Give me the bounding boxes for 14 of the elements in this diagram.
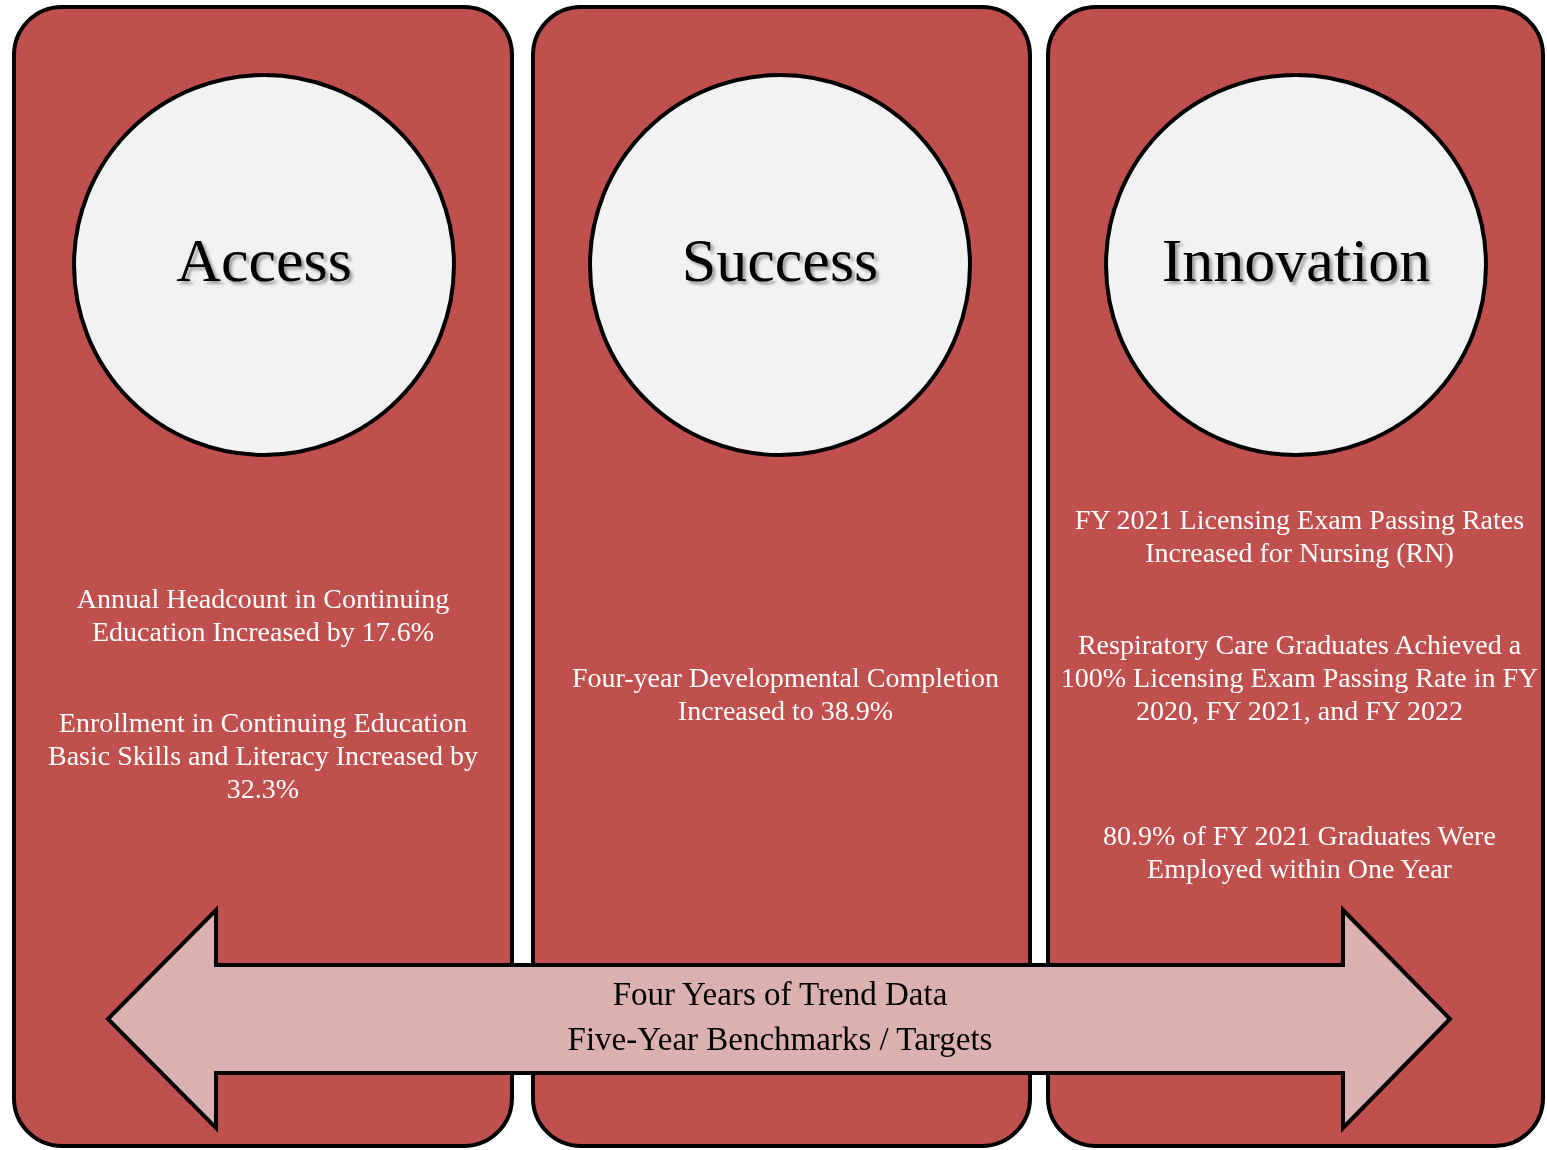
metric-text: Enrollment in Continuing Education Basic Skills and Literacy Increased by 32.3% (47, 706, 479, 805)
arrow-text: Five-Year Benchmarks / Targets (566, 1020, 994, 1059)
metric-text: Annual Headcount in Continuing Education Increased by 17.6% (75, 582, 451, 648)
column-panel (1046, 5, 1545, 1148)
pillar-title: Innovation (1160, 225, 1432, 296)
column-panel (12, 5, 514, 1148)
metric-text: FY 2021 Licensing Exam Passing Rates Increased for Nursing (RN) (1073, 503, 1526, 569)
metric-text: 80.9% of FY 2021 Graduates Were Employed within One Year (1102, 819, 1497, 885)
column-panel (531, 5, 1032, 1148)
pillar-title: Success (680, 225, 880, 296)
pillar-title: Access (175, 225, 353, 296)
metric-text: Four-year Developmental Completion Increased to 38.9% (570, 661, 1001, 727)
metric-text: Respiratory Care Graduates Achieved a 100% Licensing Exam Passing Rate in FY 2020, FY 2021, and FY 2022 (1060, 628, 1539, 727)
arrow-text: Four Years of Trend Data (611, 975, 949, 1014)
